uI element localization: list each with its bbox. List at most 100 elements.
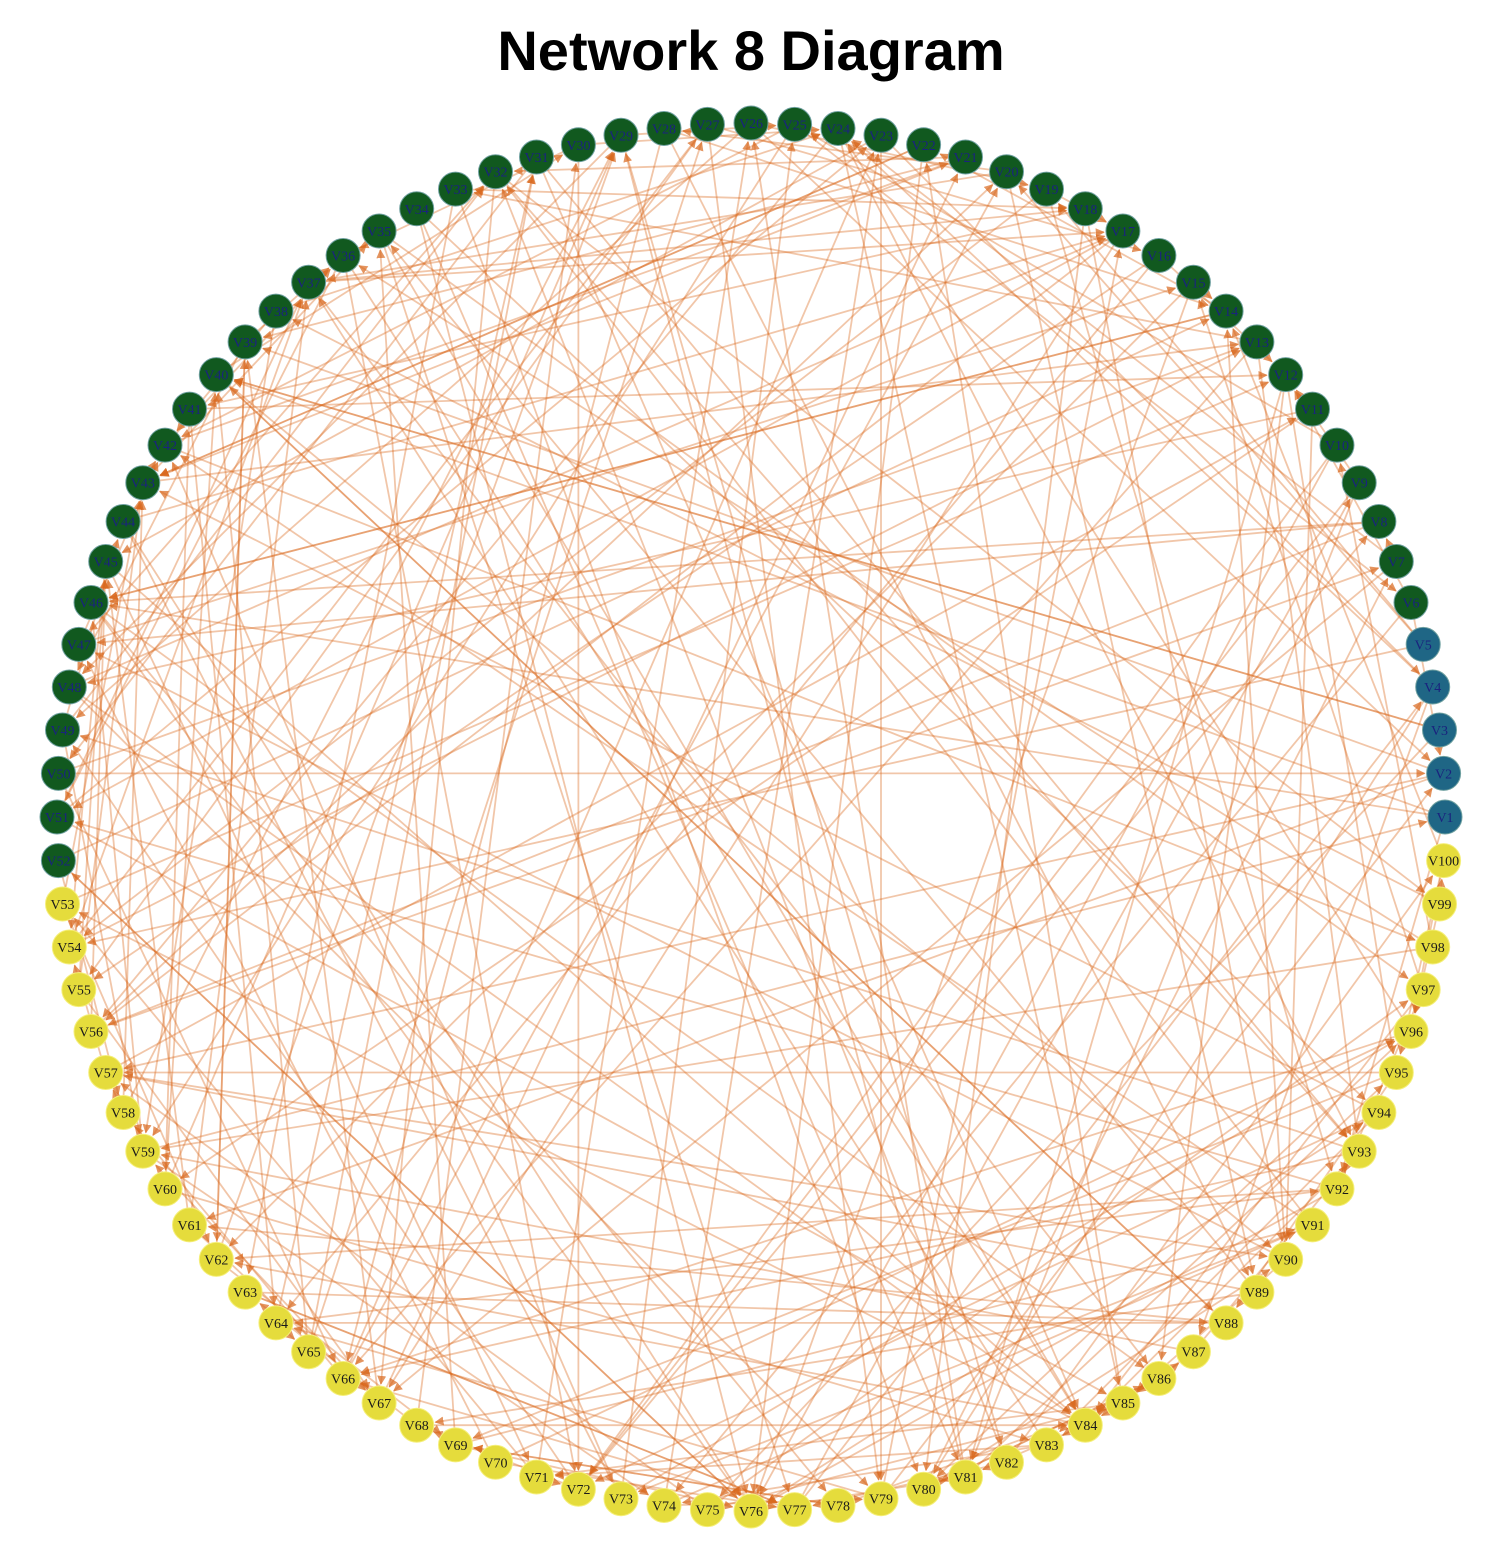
node-v43[interactable]: V43: [125, 465, 161, 501]
node-v75[interactable]: V75: [689, 1492, 725, 1528]
node-circle[interactable]: [989, 154, 1024, 190]
node-circle[interactable]: [733, 105, 769, 141]
node-circle[interactable]: [73, 1014, 109, 1049]
node-v65[interactable]: V65: [291, 1334, 327, 1370]
node-v7[interactable]: V7: [1378, 544, 1414, 579]
node-circle[interactable]: [689, 106, 725, 142]
node-v77[interactable]: V77: [777, 1492, 813, 1528]
node-circle[interactable]: [1378, 544, 1414, 579]
node-v76[interactable]: V76: [733, 1493, 769, 1529]
node-v14[interactable]: V14: [1208, 293, 1244, 329]
node-v22[interactable]: V22: [906, 127, 942, 163]
node-v80[interactable]: V80: [906, 1471, 942, 1507]
node-circle[interactable]: [1029, 171, 1064, 207]
node-circle[interactable]: [1295, 391, 1330, 427]
node-v89[interactable]: V89: [1239, 1274, 1275, 1310]
node-circle[interactable]: [1067, 1407, 1103, 1443]
node-circle[interactable]: [258, 1305, 294, 1341]
node-circle[interactable]: [325, 238, 361, 273]
node-v33[interactable]: V33: [438, 171, 473, 207]
node-v51[interactable]: V51: [39, 799, 75, 835]
node-circle[interactable]: [40, 843, 76, 879]
node-v46[interactable]: V46: [73, 585, 109, 620]
node-v40[interactable]: V40: [198, 357, 234, 393]
node-circle[interactable]: [147, 427, 183, 463]
node-v50[interactable]: V50: [40, 755, 76, 791]
node-circle[interactable]: [1268, 357, 1304, 393]
node-circle[interactable]: [361, 213, 397, 249]
node-circle[interactable]: [39, 799, 75, 835]
node-circle[interactable]: [1029, 1427, 1064, 1463]
node-v6[interactable]: V6: [1393, 585, 1429, 620]
node-v32[interactable]: V32: [478, 154, 513, 190]
node-circle[interactable]: [1422, 886, 1457, 922]
node-v70[interactable]: V70: [478, 1444, 513, 1480]
node-circle[interactable]: [1208, 293, 1244, 329]
node-v85[interactable]: V85: [1105, 1385, 1141, 1421]
node-v63[interactable]: V63: [227, 1274, 263, 1310]
node-circle[interactable]: [325, 1361, 361, 1396]
node-v57[interactable]: V57: [88, 1055, 124, 1090]
node-circle[interactable]: [1341, 1133, 1377, 1169]
node-circle[interactable]: [478, 154, 513, 190]
node-v79[interactable]: V79: [863, 1481, 899, 1517]
node-circle[interactable]: [1341, 465, 1377, 501]
node-v55[interactable]: V55: [61, 972, 97, 1008]
node-v86[interactable]: V86: [1141, 1361, 1177, 1396]
node-v16[interactable]: V16: [1141, 238, 1177, 273]
node-v39[interactable]: V39: [227, 324, 263, 360]
node-circle[interactable]: [906, 127, 942, 163]
node-circle[interactable]: [1405, 972, 1441, 1008]
node-v98[interactable]: V98: [1415, 929, 1451, 965]
node-circle[interactable]: [689, 1492, 725, 1528]
node-circle[interactable]: [1361, 1095, 1397, 1130]
node-circle[interactable]: [560, 1471, 596, 1507]
node-circle[interactable]: [646, 111, 682, 146]
node-circle[interactable]: [560, 127, 596, 163]
node-v41[interactable]: V41: [172, 391, 207, 427]
node-v13[interactable]: V13: [1239, 324, 1275, 360]
node-circle[interactable]: [45, 886, 80, 922]
node-v68[interactable]: V68: [399, 1407, 435, 1443]
node-v17[interactable]: V17: [1105, 213, 1141, 249]
node-circle[interactable]: [73, 585, 109, 620]
node-v88[interactable]: V88: [1208, 1305, 1244, 1341]
node-v69[interactable]: V69: [438, 1427, 473, 1463]
node-circle[interactable]: [105, 1095, 141, 1130]
node-circle[interactable]: [291, 1334, 327, 1370]
node-v56[interactable]: V56: [73, 1014, 109, 1049]
node-v66[interactable]: V66: [325, 1361, 361, 1396]
node-circle[interactable]: [88, 544, 124, 579]
node-circle[interactable]: [399, 1407, 435, 1443]
node-v59[interactable]: V59: [125, 1133, 161, 1169]
node-circle[interactable]: [989, 1444, 1024, 1480]
node-circle[interactable]: [1239, 324, 1275, 360]
node-v31[interactable]: V31: [519, 139, 554, 175]
node-v1[interactable]: V1: [1427, 799, 1463, 835]
node-circle[interactable]: [646, 1488, 682, 1523]
node-circle[interactable]: [1175, 264, 1211, 300]
node-v60[interactable]: V60: [147, 1171, 183, 1207]
node-v71[interactable]: V71: [519, 1459, 554, 1495]
node-v100[interactable]: V100: [1426, 843, 1462, 879]
node-circle[interactable]: [733, 1493, 769, 1529]
node-v3[interactable]: V3: [1422, 712, 1457, 748]
node-circle[interactable]: [1405, 626, 1441, 662]
node-circle[interactable]: [948, 139, 983, 175]
node-v37[interactable]: V37: [291, 264, 327, 300]
node-circle[interactable]: [603, 1481, 639, 1517]
node-circle[interactable]: [519, 1459, 554, 1495]
node-v23[interactable]: V23: [863, 117, 899, 153]
node-v12[interactable]: V12: [1268, 357, 1304, 393]
node-v87[interactable]: V87: [1175, 1334, 1211, 1370]
node-v97[interactable]: V97: [1405, 972, 1441, 1008]
node-circle[interactable]: [227, 1274, 263, 1310]
node-circle[interactable]: [603, 117, 639, 153]
node-v10[interactable]: V10: [1319, 427, 1355, 463]
node-v64[interactable]: V64: [258, 1305, 294, 1341]
node-circle[interactable]: [1175, 1334, 1211, 1370]
node-v47[interactable]: V47: [61, 626, 97, 662]
node-circle[interactable]: [61, 972, 97, 1008]
node-circle[interactable]: [1239, 1274, 1275, 1310]
node-circle[interactable]: [478, 1444, 513, 1480]
